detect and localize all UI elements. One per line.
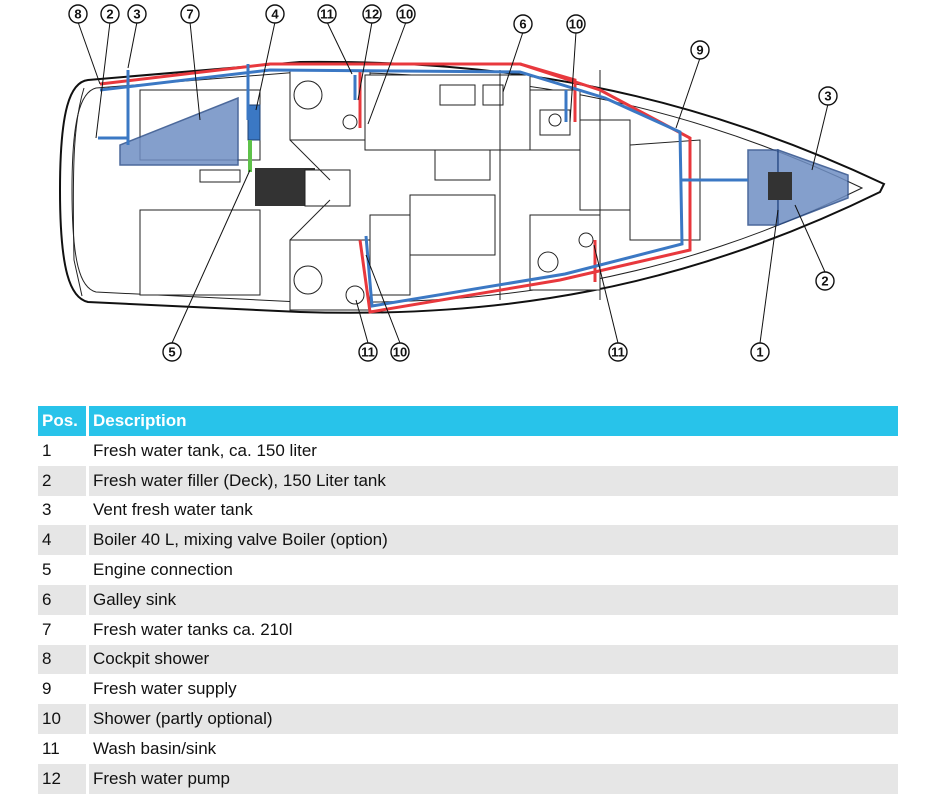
row-pos: 10	[38, 704, 89, 734]
svg-text:1: 1	[756, 345, 763, 360]
callout-1: 1	[750, 342, 770, 362]
row-description: Engine connection	[93, 560, 233, 580]
callout-7: 7	[180, 4, 200, 24]
callout-11-top: 11	[317, 4, 337, 24]
callout-2-top: 2	[100, 4, 120, 24]
callout-11-bottom-right: 11	[608, 342, 628, 362]
row-description: Wash basin/sink	[93, 738, 217, 758]
callout-11-bottom: 11	[358, 342, 378, 362]
row-pos: 2	[38, 465, 89, 496]
svg-text:11: 11	[611, 345, 625, 360]
svg-text:9: 9	[696, 43, 703, 58]
row-description: Fresh water pump	[87, 763, 898, 794]
row-pos: 4	[38, 525, 89, 556]
callout-3-bow: 3	[818, 86, 838, 106]
row-description: Fresh water tanks ca. 210l	[93, 619, 293, 639]
svg-text:11: 11	[361, 345, 375, 360]
row-description: Galley sink	[87, 584, 898, 615]
row-pos: 7	[38, 614, 89, 645]
header-pos: Pos.	[38, 406, 89, 436]
row-pos: 11	[38, 733, 89, 764]
svg-text:10: 10	[393, 345, 407, 360]
callout-10-top: 10	[396, 4, 416, 24]
row-description: Cockpit shower	[87, 644, 898, 675]
svg-text:11: 11	[320, 7, 334, 22]
callout-10-bottom: 10	[390, 342, 410, 362]
aft-fresh-water-tank	[119, 96, 239, 166]
svg-text:12: 12	[365, 7, 379, 22]
row-pos: 12	[38, 763, 89, 794]
row-description: Fresh water tank, ca. 150 liter	[93, 440, 317, 460]
row-pos: 3	[38, 495, 89, 526]
legend-header-row: Pos. Description	[38, 406, 898, 436]
boiler	[247, 104, 261, 141]
svg-text:5: 5	[168, 345, 175, 360]
callout-10-right: 10	[566, 14, 586, 34]
header-description: Description	[87, 406, 898, 436]
callout-9: 9	[690, 40, 710, 60]
row-description: Fresh water supply	[93, 679, 237, 699]
svg-text:8: 8	[74, 7, 81, 22]
leader-lines	[77, 21, 829, 344]
callout-12: 12	[362, 4, 382, 24]
svg-text:2: 2	[106, 7, 113, 22]
svg-text:2: 2	[821, 274, 828, 289]
svg-text:3: 3	[133, 7, 140, 22]
interior-layout	[139, 69, 701, 311]
callout-4: 4	[265, 4, 285, 24]
row-pos: 5	[38, 555, 89, 585]
row-description: Boiler 40 L, mixing valve Boiler (option…	[87, 525, 898, 556]
svg-text:4: 4	[271, 7, 279, 22]
callout-8: 8	[68, 4, 88, 24]
boat-plumbing-diagram: 8 2 3 7 4 11 12 10 6 10 9 3 2 1 11 10 11…	[58, 4, 886, 362]
callout-6: 6	[513, 14, 533, 34]
row-pos: 9	[38, 674, 89, 705]
row-description: Shower (partly optional)	[87, 704, 898, 734]
callout-2-bow: 2	[815, 271, 835, 291]
row-pos: 1	[38, 436, 89, 466]
row-description: Vent fresh water tank	[93, 500, 253, 520]
cold-water-line	[98, 64, 748, 308]
row-description: Fresh water filler (Deck), 150 Liter tan…	[87, 465, 898, 496]
svg-text:3: 3	[824, 89, 831, 104]
row-pos: 6	[38, 584, 89, 615]
svg-text:7: 7	[186, 7, 193, 22]
bow-pump-unit	[768, 172, 792, 200]
svg-text:6: 6	[519, 17, 526, 32]
callout-3-top: 3	[127, 4, 147, 24]
row-pos: 8	[38, 644, 89, 675]
hot-water-line	[99, 62, 692, 314]
svg-text:10: 10	[399, 7, 413, 22]
transom-line	[72, 87, 85, 297]
svg-text:10: 10	[569, 17, 583, 32]
callout-5: 5	[162, 342, 182, 362]
